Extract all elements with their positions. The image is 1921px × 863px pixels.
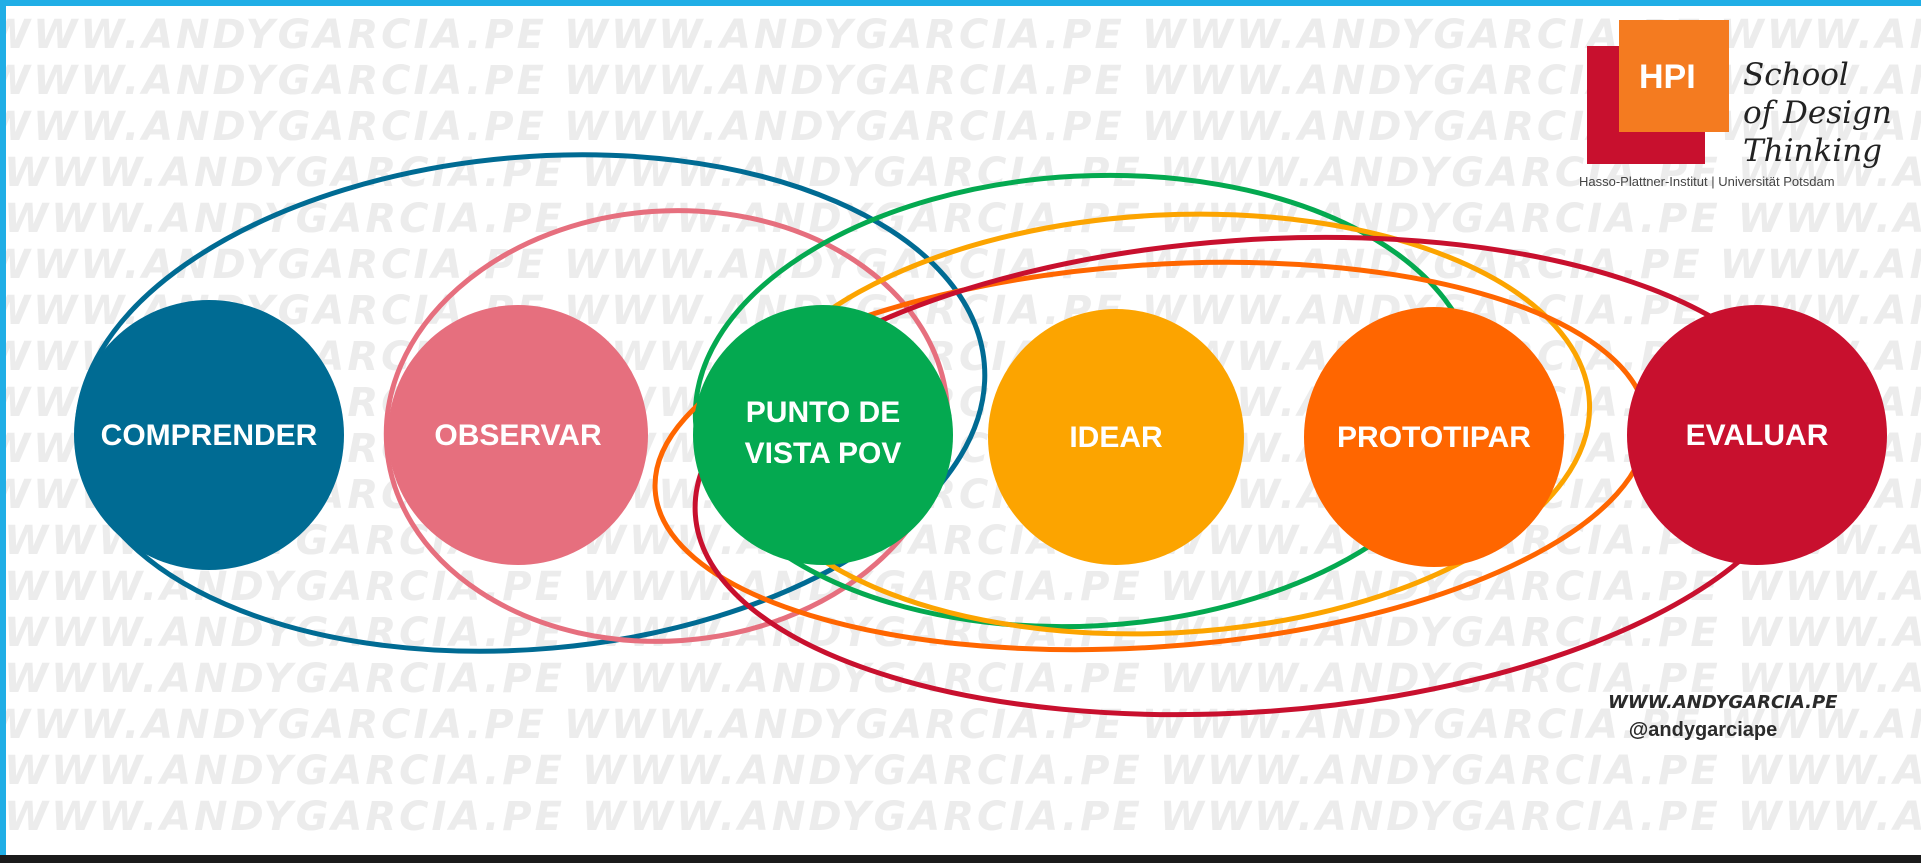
stage-circle [1304, 307, 1564, 567]
stage-circle [693, 305, 953, 565]
stage-observar: OBSERVAR [388, 305, 648, 565]
stage-label: VISTA POV [745, 437, 902, 470]
stage-punto-de-vista: PUNTO DE VISTA POV [693, 305, 953, 565]
hpi-logo-text: HPI [1639, 58, 1696, 96]
school-line: of Design [1743, 95, 1892, 131]
diagram-canvas: WWW.ANDYGARCIA.PE WWW.ANDYGARCIA.PE WWW.… [6, 6, 1921, 855]
stage-comprender: COMPRENDER [74, 300, 344, 570]
stage-circle [388, 305, 648, 565]
stage-label: PROTOTIPAR [1337, 421, 1531, 454]
hpi-logo-subtitle: Hasso-Plattner-Institut | Universität Po… [1579, 174, 1835, 189]
stage-label: PUNTO DE [746, 396, 900, 429]
stage-label: IDEAR [1069, 421, 1163, 454]
bottom-bar [0, 855, 1921, 863]
school-line: School [1743, 57, 1849, 93]
stage-label: EVALUAR [1686, 419, 1829, 452]
stage-label: OBSERVAR [434, 419, 602, 452]
hpi-logo: HPI School of Design Thinking Hasso-Plat… [1579, 20, 1921, 210]
stage-circle [1627, 305, 1887, 565]
stage-idear: IDEAR [988, 309, 1244, 565]
stage-evaluar: EVALUAR [1627, 305, 1887, 565]
stage-prototipar: PROTOTIPAR [1304, 307, 1564, 567]
hpi-logo-orange-square [1619, 20, 1729, 132]
school-of-design-thinking: School of Design Thinking [1743, 56, 1921, 170]
school-line: Thinking [1743, 133, 1883, 169]
stage-circles: COMPRENDER OBSERVAR PUNTO DE VISTA POV I… [74, 300, 1887, 570]
stage-label: COMPRENDER [101, 419, 318, 452]
stage-circle [988, 309, 1244, 565]
credit-website: WWW.ANDYGARCIA.PE [1608, 692, 1838, 713]
author-credit: WWW.ANDYGARCIA.PE @andygarciape [1608, 692, 1838, 742]
stage-circle [74, 300, 344, 570]
credit-handle: @andygarciape [1628, 719, 1778, 741]
design-thinking-diagram: COMPRENDER OBSERVAR PUNTO DE VISTA POV I… [74, 152, 1887, 718]
